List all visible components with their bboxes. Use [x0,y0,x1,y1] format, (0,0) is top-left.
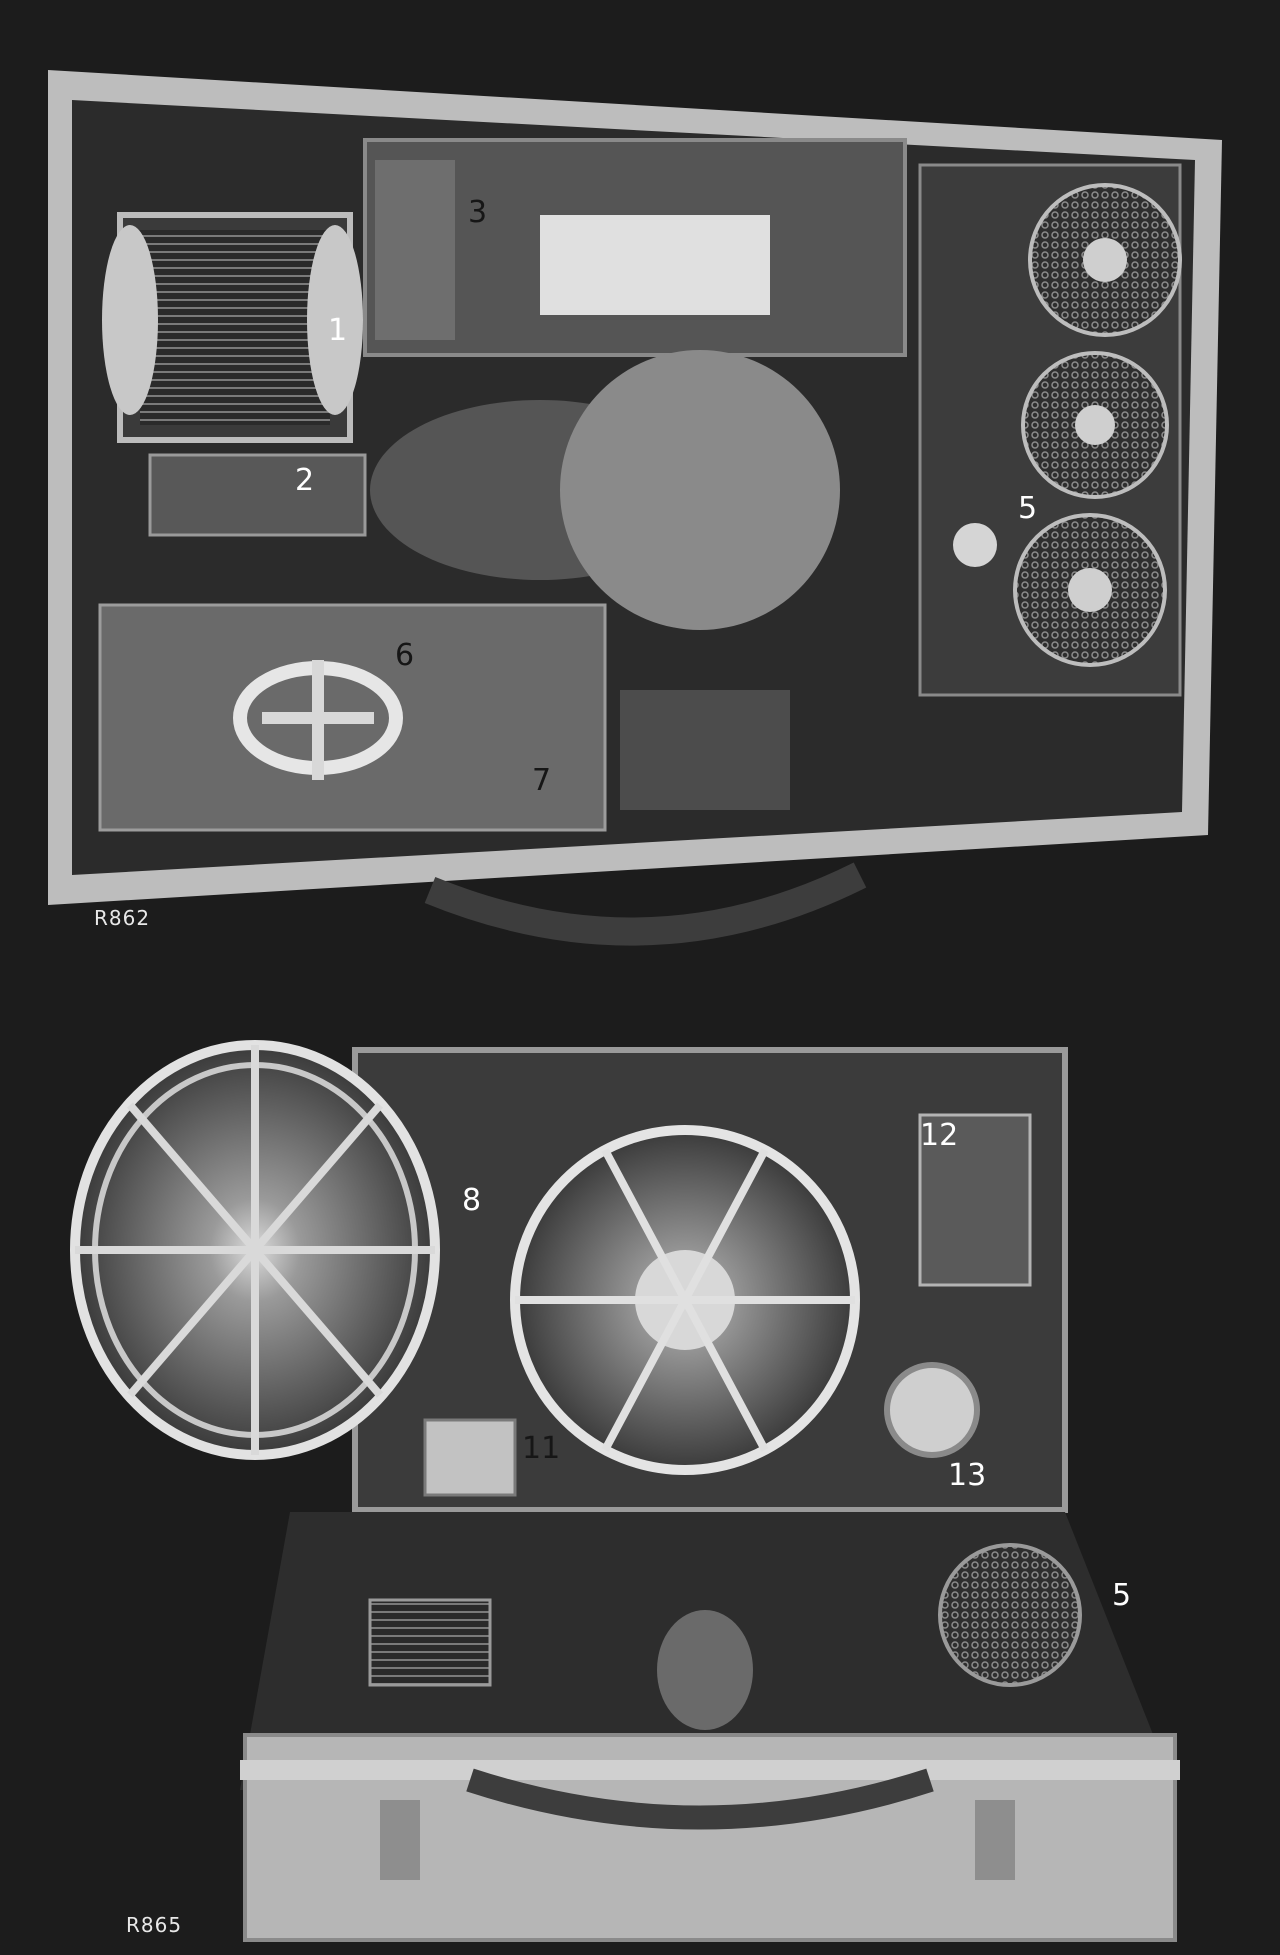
callout-12: 12 [920,1118,958,1153]
lower-handle [466,1768,934,1830]
component-2 [148,453,367,537]
callout-6: 6 [395,638,414,673]
component-13 [884,1362,980,1458]
component-6-7 [98,603,607,832]
negative-number-bottom: R865 [126,1913,182,1937]
component-3 [363,138,907,357]
reel-left [70,1040,440,1460]
fabric-bag [560,350,840,630]
negative-number-top: R862 [94,906,150,930]
right-clasp [975,1800,1015,1880]
left-clasp [380,1800,420,1880]
lower-case: 8 12 13 11 5 R865 [70,1040,1180,1942]
upper-handle [424,862,867,946]
gear-assembly [620,690,790,810]
callout-5-upper: 5 [1018,491,1037,526]
base-coil [368,1598,492,1687]
callout-1: 1 [328,313,347,348]
callout-7: 7 [532,763,551,798]
control-panel-5 [918,163,1182,697]
callout-3: 3 [468,195,487,230]
reel-8 [510,1125,860,1475]
base-bag [657,1610,753,1730]
gear-5 [938,1543,1082,1687]
callout-13: 13 [948,1458,986,1493]
callout-2: 2 [295,463,314,498]
component-11 [423,1418,517,1497]
upper-case-lid: 1 2 3 5 6 7 R862 [48,70,1222,946]
callout-8: 8 [462,1183,481,1218]
coil-1 [102,212,363,443]
component-12 [918,1113,1032,1287]
callout-5-lower: 5 [1112,1578,1131,1613]
callout-11: 11 [522,1431,560,1466]
